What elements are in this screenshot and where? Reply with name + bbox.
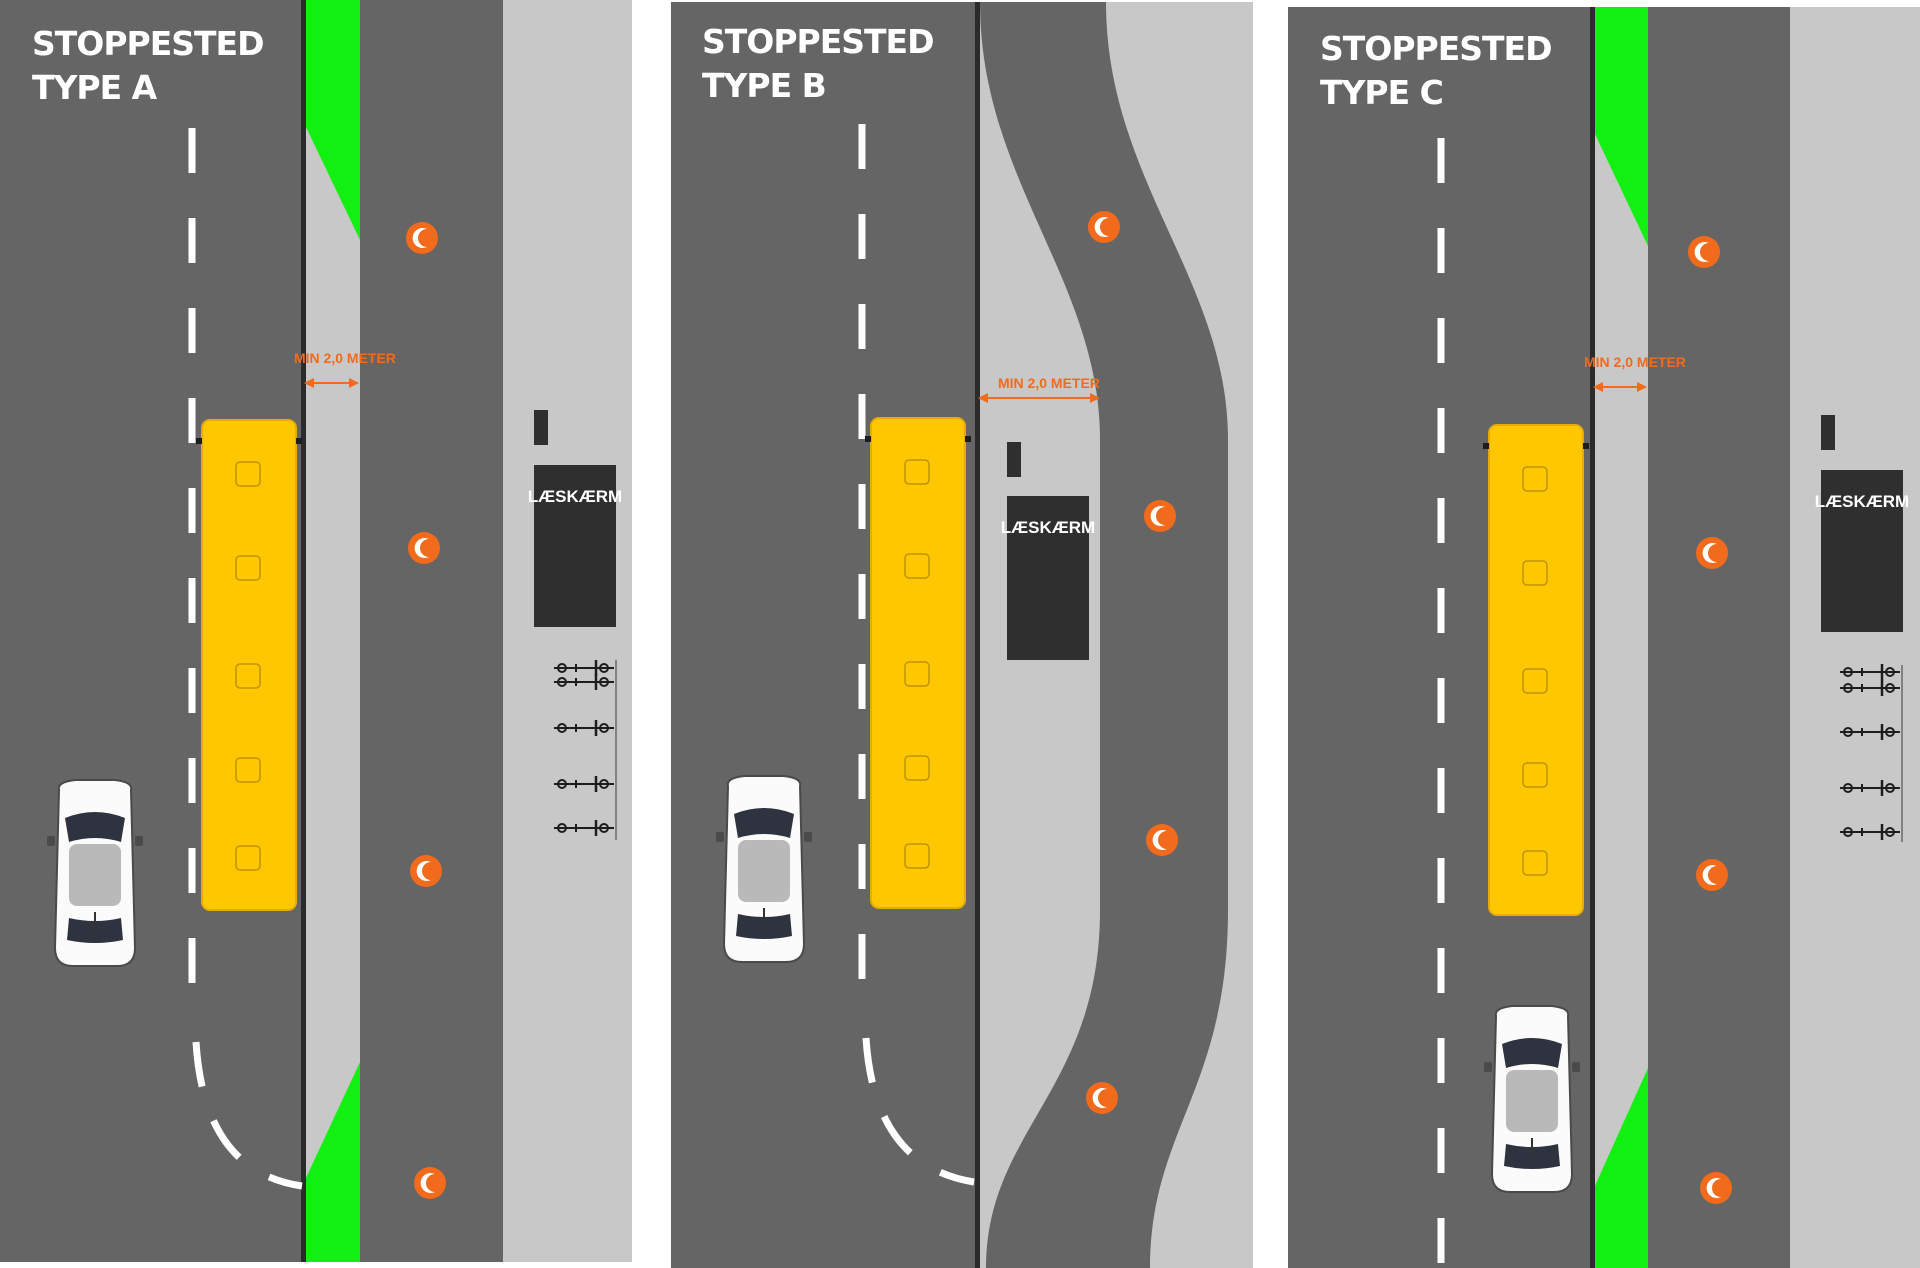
curb-line <box>1590 7 1595 1268</box>
bollard-icon <box>408 532 440 564</box>
bus-icon <box>1482 424 1590 916</box>
bus-bay-marking <box>192 1041 303 1190</box>
panel-title-line2: TYPE B <box>702 66 826 105</box>
bollard-icon <box>406 222 438 254</box>
car-icon <box>46 779 144 967</box>
panel-type-b: STOPPESTED TYPE B MIN 2,0 METER LÆSKÆRM <box>671 2 1253 1268</box>
bicycle-rack <box>1838 662 1903 842</box>
ticket-machine-icon <box>1821 415 1835 450</box>
panel-title-line1: STOPPESTED <box>32 24 263 63</box>
bollard-icon <box>1696 537 1728 569</box>
panel-title-line1: STOPPESTED <box>1320 29 1551 68</box>
dimension-label: MIN 2,0 METER <box>294 350 396 366</box>
shelter-label: LÆSKÆRM <box>1815 492 1909 511</box>
sidewalk <box>1790 7 1920 1268</box>
bus-icon <box>864 417 972 909</box>
bus-icon <box>195 419 303 911</box>
panel-title-line2: TYPE C <box>1320 73 1443 112</box>
bollard-icon <box>1146 824 1178 856</box>
bollard-icon <box>410 855 442 887</box>
sidewalk <box>503 0 632 1262</box>
bike-path <box>1648 7 1790 1268</box>
shelter-label: LÆSKÆRM <box>528 487 622 506</box>
bollard-icon <box>1700 1172 1732 1204</box>
shelter <box>1821 470 1903 632</box>
dimension-label: MIN 2,0 METER <box>998 375 1100 391</box>
shelter <box>1007 496 1089 660</box>
bus-bay-marking <box>862 1037 975 1186</box>
curved-bike-path <box>980 2 1228 1268</box>
bollard-icon <box>1696 859 1728 891</box>
dimension-marker: MIN 2,0 METER <box>978 375 1100 403</box>
bollard-icon <box>1688 236 1720 268</box>
panel-type-c: STOPPESTED TYPE C MIN 2,0 METER LÆSKÆRM <box>1288 7 1920 1268</box>
car-icon <box>1483 1005 1581 1193</box>
dimension-label: MIN 2,0 METER <box>1584 354 1686 370</box>
bollard-icon <box>1144 500 1176 532</box>
panel-title-line1: STOPPESTED <box>702 22 933 61</box>
curb-line <box>301 0 306 1262</box>
bike-path <box>360 0 503 1262</box>
bollard-icon <box>414 1167 446 1199</box>
shelter-label: LÆSKÆRM <box>1001 518 1095 537</box>
bicycle-rack <box>552 658 617 840</box>
dimension-marker: MIN 2,0 METER <box>294 350 396 388</box>
green-hatch-top <box>305 0 360 240</box>
green-hatch-bottom <box>305 1062 360 1262</box>
green-hatch-top <box>1594 7 1648 246</box>
panel-title-line2: TYPE A <box>32 68 158 107</box>
bollard-icon <box>1088 211 1120 243</box>
panel-type-a: STOPPESTED TYPE A MIN 2,0 METER LÆSKÆRM <box>0 0 632 1262</box>
ticket-machine-icon <box>534 410 548 445</box>
green-hatch-bottom <box>1594 1068 1648 1268</box>
shelter <box>534 465 616 627</box>
bollard-icon <box>1086 1082 1118 1114</box>
ticket-machine-icon <box>1007 442 1021 477</box>
dimension-marker: MIN 2,0 METER <box>1584 354 1686 392</box>
curb-line <box>975 2 980 1268</box>
car-icon <box>715 775 813 963</box>
